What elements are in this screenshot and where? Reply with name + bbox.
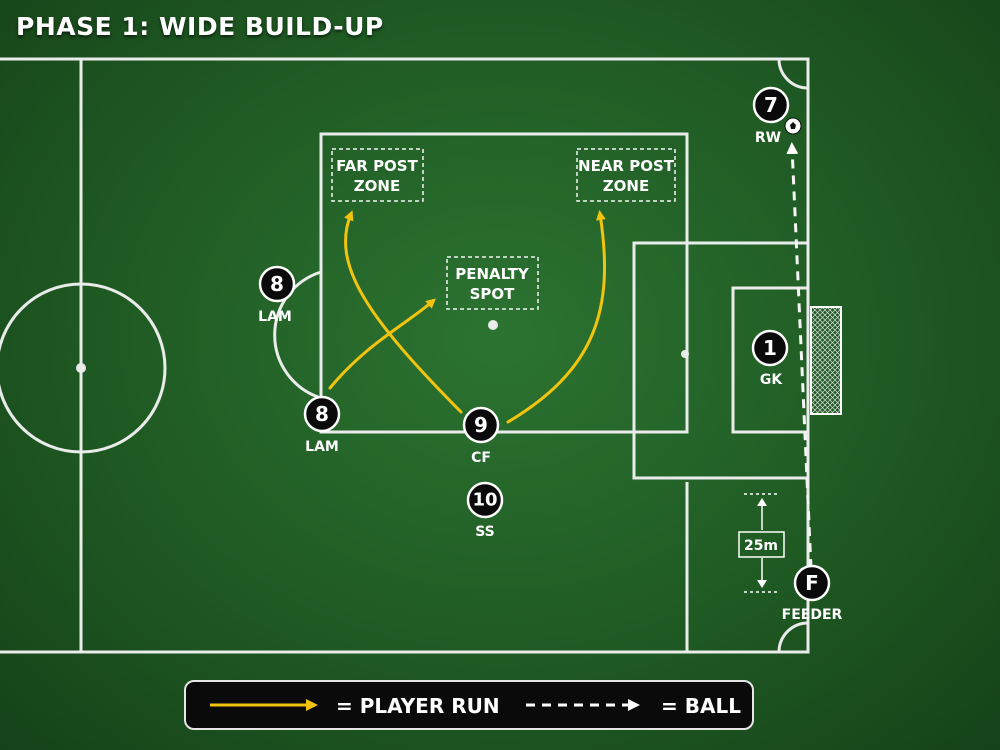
box-arc [273, 270, 322, 400]
svg-text:7: 7 [764, 93, 778, 117]
svg-text:SS: SS [475, 524, 495, 540]
football-icon [784, 117, 802, 135]
distance-label: 25m [744, 538, 778, 554]
zone-near-post: NEAR POST ZONE [576, 148, 676, 202]
svg-text:RW: RW [755, 130, 781, 146]
player-ss: 10 SS [466, 481, 504, 540]
player-feeder: F FEEDER [782, 564, 843, 623]
svg-text:NEAR POST: NEAR POST [578, 157, 675, 175]
svg-text:GK: GK [760, 372, 783, 388]
svg-text:FEEDER: FEEDER [782, 607, 843, 623]
legend-player-run-label: = PLAYER RUN [336, 694, 500, 718]
center-spot [76, 363, 86, 373]
player-cf: 9 CF [462, 406, 500, 466]
mid-box [319, 132, 689, 434]
svg-text:ZONE: ZONE [603, 177, 649, 195]
run-cf-to-near-post [506, 210, 606, 424]
penalty-spot-mark [681, 350, 689, 358]
player-rw: 7 RW [752, 86, 790, 146]
run-lam-to-penalty-spot [328, 298, 437, 390]
pitch-markings [0, 57, 842, 654]
player-lam-box: 8 LAM [303, 395, 341, 455]
legend: = PLAYER RUN = BALL [184, 680, 754, 730]
ball-path [786, 142, 813, 569]
corner-arc-top [777, 58, 809, 90]
svg-text:LAM: LAM [305, 439, 339, 455]
svg-text:ZONE: ZONE [354, 177, 400, 195]
svg-text:9: 9 [474, 413, 488, 437]
svg-text:F: F [805, 571, 819, 595]
zone-penalty-spot: PENALTY SPOT [446, 256, 539, 310]
svg-text:10: 10 [472, 490, 497, 511]
zone-far-post: FAR POST ZONE [331, 148, 424, 202]
player-gk: 1 GK [751, 329, 789, 388]
legend-ball-label: = BALL [661, 694, 741, 718]
svg-text:SPOT: SPOT [470, 285, 516, 303]
svg-text:PENALTY: PENALTY [455, 265, 530, 283]
run-cf-to-far-post [344, 210, 463, 414]
svg-text:CF: CF [471, 450, 491, 466]
corner-arc-bottom [777, 621, 809, 653]
legend-swatches [210, 699, 640, 711]
goal-area [731, 286, 810, 434]
player-lam-wide: 8 LAM [258, 265, 296, 325]
svg-text:8: 8 [315, 402, 329, 426]
svg-text:LAM: LAM [258, 309, 292, 325]
svg-text:8: 8 [270, 272, 284, 296]
svg-text:1: 1 [763, 336, 777, 360]
svg-text:FAR POST: FAR POST [336, 157, 418, 175]
diagram-title: PHASE 1: WIDE BUILD-UP [16, 12, 384, 41]
center-circle [0, 282, 167, 454]
distance-marker: 25m [738, 493, 785, 593]
center-box-spot [488, 320, 498, 330]
player-runs [328, 210, 606, 424]
goal-net [810, 306, 842, 415]
